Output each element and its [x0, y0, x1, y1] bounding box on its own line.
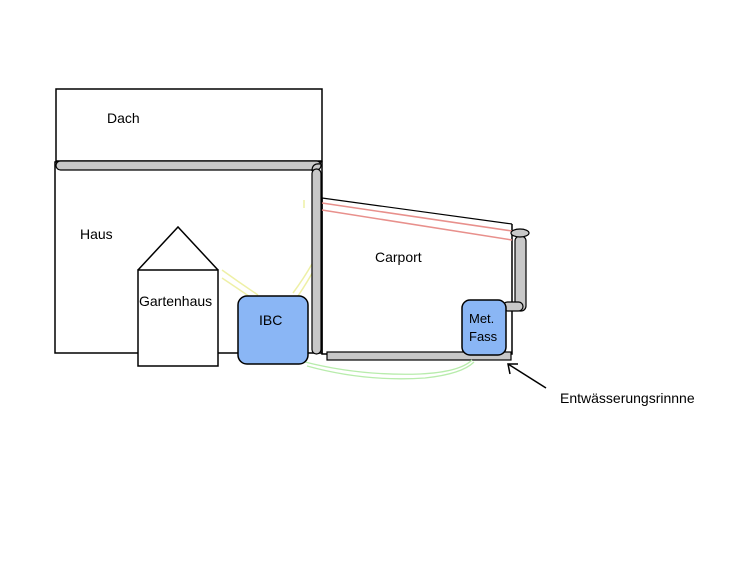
carport-rafter-1: [321, 202, 513, 232]
carport-downpipe-top: [510, 228, 530, 238]
ibc-label: IBC: [259, 312, 282, 328]
downpipe-elbow: [311, 163, 321, 172]
gartenhaus-box: [137, 269, 219, 367]
hose-green-1: [304, 359, 473, 375]
gartenhaus-label: Gartenhaus: [139, 293, 212, 309]
carport-label: Carport: [375, 249, 422, 265]
hose-yellow-right-1: [292, 263, 313, 294]
gartenhaus-roof: [137, 225, 219, 271]
drainage-channel: [326, 351, 512, 361]
house-gutter: [55, 160, 322, 171]
drainage-arrow-head: [507, 363, 518, 375]
metal-barrel: [461, 299, 507, 356]
roof-box: [55, 88, 323, 162]
roof-label: Dach: [107, 110, 140, 126]
carport-rafter-2: [321, 209, 513, 241]
metal-barrel-label-2: Fass: [469, 329, 498, 344]
carport-downpipe: [514, 235, 527, 312]
house-downpipe: [311, 168, 322, 355]
hose-yellow-left-1: [221, 269, 259, 296]
metal-barrel-label-1: Met.: [469, 311, 494, 326]
drainage-arrow-line: [507, 363, 547, 389]
carport-roof-line: [321, 197, 513, 225]
drainage-label: Entwässerungsrinnne: [560, 390, 695, 406]
ibc-tank: [237, 295, 309, 365]
house-label: Haus: [80, 226, 113, 242]
hose-green-2: [306, 361, 475, 380]
